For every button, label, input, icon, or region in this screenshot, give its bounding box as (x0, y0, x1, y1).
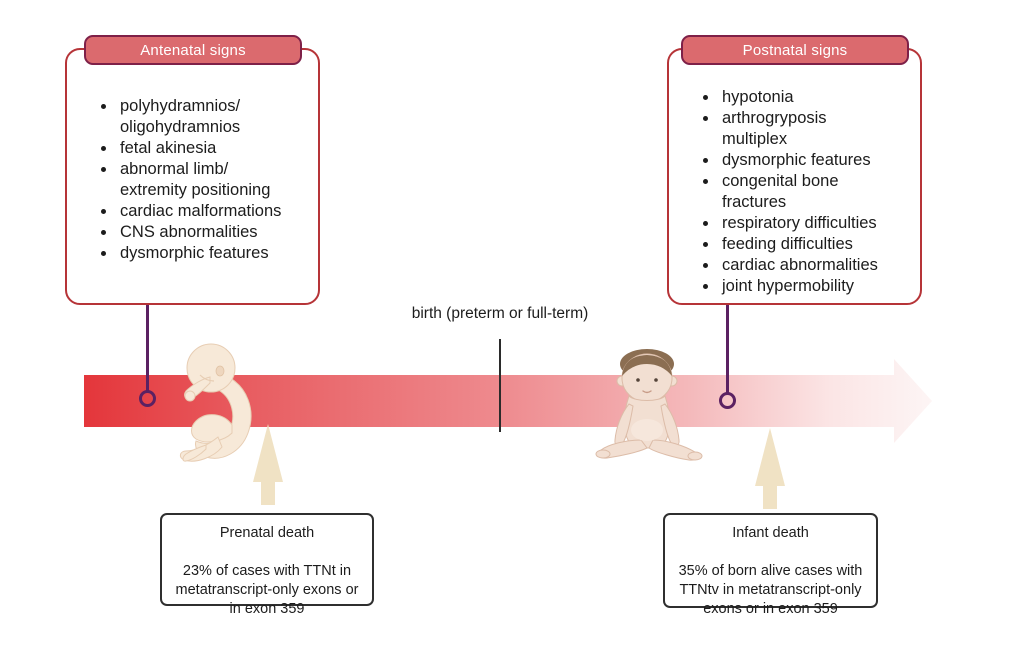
postnatal-signs-panel: Postnatal signs hypotonia arthrogryposis… (667, 35, 922, 305)
postnatal-connector-dot (719, 392, 736, 409)
antenatal-sign-item: CNS abnormalities (117, 222, 308, 243)
antenatal-sign-item: abnormal limb/ extremity positioning (117, 159, 308, 201)
antenatal-signs-header: Antenatal signs (84, 35, 302, 65)
prenatal-death-box: Prenatal death 23% of cases with TTNt in… (160, 513, 374, 617)
antenatal-signs-list: polyhydramnios/ oligohydramnios fetal ak… (67, 50, 318, 264)
postnatal-sign-item: dysmorphic features (719, 150, 910, 171)
postnatal-sign-item: congenital bone fractures (719, 171, 910, 213)
postnatal-signs-header: Postnatal signs (681, 35, 909, 65)
fetus-illustration (179, 343, 252, 462)
prenatal-death-stats: 23% of cases with TTNt in metatranscript… (175, 563, 359, 617)
postnatal-sign-item: hypotonia (719, 87, 910, 108)
infant-death-box: Infant death 35% of born alive cases wit… (663, 513, 878, 617)
prenatal-death-title: Prenatal death (219, 525, 315, 541)
timeline-arrow (84, 359, 932, 443)
postnatal-sign-item: feeding difficulties (719, 234, 910, 255)
antenatal-signs-title: Antenatal signs (140, 41, 246, 59)
infant-death-stats: 35% of born alive cases with TTNtv in me… (678, 563, 863, 617)
antenatal-connector-dot (139, 390, 156, 407)
antenatal-connector-line (146, 303, 149, 391)
antenatal-sign-item: cardiac malformations (117, 201, 308, 222)
birth-label: birth (preterm or full-term) (411, 305, 589, 322)
antenatal-signs-panel: Antenatal signs polyhydramnios/ oligohyd… (65, 35, 320, 305)
antenatal-sign-item: polyhydramnios/ oligohydramnios (117, 96, 308, 138)
infant-illustration (595, 349, 703, 461)
postnatal-sign-item: respiratory difficulties (719, 213, 910, 234)
infant-death-arrow (755, 428, 785, 509)
antenatal-sign-item: dysmorphic features (117, 243, 308, 264)
prenatal-death-arrow (253, 424, 283, 505)
postnatal-signs-list: hypotonia arthrogryposis multiplex dysmo… (669, 50, 920, 297)
infant-death-title: Infant death (732, 525, 809, 541)
birth-marker-line (499, 339, 501, 432)
postnatal-sign-item: joint hypermobility (719, 276, 910, 297)
postnatal-sign-item: cardiac abnormalities (719, 255, 910, 276)
postnatal-sign-item: arthrogryposis multiplex (719, 108, 910, 150)
postnatal-signs-title: Postnatal signs (742, 41, 848, 59)
antenatal-sign-item: fetal akinesia (117, 138, 308, 159)
postnatal-connector-line (726, 303, 729, 393)
